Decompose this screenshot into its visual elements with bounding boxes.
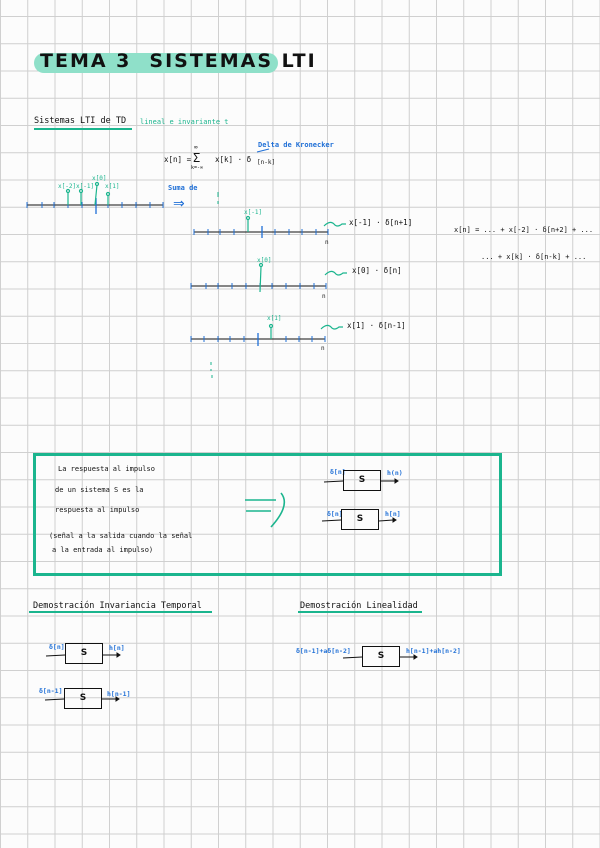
title-highlight	[34, 53, 278, 73]
delta-pointer-arrow	[256, 148, 270, 153]
decomp-stem-label: x[-1]	[244, 209, 263, 216]
title-part2: SISTEMAS LTI	[149, 50, 317, 72]
decomp-term: x[1] · δ[n-1]	[347, 321, 406, 330]
sum-lower-limit: k=-∞	[191, 165, 204, 171]
diagram-input-label: δ[n]	[327, 510, 343, 518]
diagram-output-label: h[n]	[109, 644, 125, 652]
system-box: S	[362, 646, 400, 667]
section-heading-linearity: Demostración Linealidad	[300, 601, 418, 611]
stem-label: x[1]	[105, 183, 120, 190]
implies-arrow: ⇒	[173, 196, 185, 212]
stem-label: x[0]	[92, 175, 107, 182]
diagram-output-label: h[n-1]+ah[n-2]	[406, 647, 461, 655]
signal-axis	[26, 198, 164, 214]
diagram-input-label: δ[n]	[49, 643, 65, 651]
page-title: TEMA 3 SISTEMAS LTI	[40, 50, 317, 72]
system-box: S	[341, 509, 379, 530]
expansion-line-2: ... + x[k] · δ[n-k] + ...	[481, 253, 587, 261]
section-heading-lti-td: Sistemas LTI de TD	[34, 116, 127, 126]
impulse-response-box	[33, 453, 502, 576]
equation-lhs: x[n] =	[164, 155, 192, 164]
stem-label: x[-2]	[58, 183, 77, 190]
impulse-text-line: La respuesta al impulso	[58, 465, 155, 473]
system-box: S	[343, 470, 381, 491]
title-part1: TEMA 3	[40, 50, 132, 72]
lti-note: lineal e invariante t	[140, 118, 229, 126]
decomp-term: x[-1] · δ[n+1]	[349, 218, 413, 227]
decomp-stem-label: x[1]	[267, 315, 282, 322]
decomp-axis	[190, 323, 343, 346]
stem-label: x[-1]	[76, 183, 95, 190]
equation-subscript: [n-k]	[257, 159, 276, 166]
diagram-output-label: h(n)	[387, 469, 403, 477]
section-underline	[298, 611, 422, 613]
expansion-line-1: x[n] = ... + x[-2] · δ[n+2] + ...	[454, 226, 594, 234]
sum-upper-limit: ∞	[194, 144, 198, 151]
diagram-output-label: h[n-1]	[107, 690, 131, 698]
axis-label-n: n	[321, 345, 325, 352]
decomp-axis	[190, 262, 347, 293]
axis-label-n: n	[322, 293, 326, 300]
diagram-input-label: δ[n]	[330, 468, 346, 476]
decomp-axis	[193, 215, 346, 238]
suma-de-label: Suma de	[168, 184, 198, 192]
equation-rhs: x[k] · δ	[215, 155, 252, 164]
diagram-input-label: δ[n-1]+aδ[n-2]	[296, 647, 351, 655]
system-box: S	[65, 643, 103, 664]
decomp-term: x[0] · δ[n]	[352, 266, 402, 275]
diagram-input-label: δ[n-1]	[39, 687, 63, 695]
decomp-stem-label: x[0]	[257, 257, 272, 264]
section-underline	[34, 128, 132, 130]
delta-kronecker-note: Delta de Kronecker	[258, 141, 334, 149]
impulse-text-line: a la entrada al impulso)	[52, 546, 154, 554]
impulse-text-line: respuesta al impulso	[55, 506, 140, 514]
section-heading-time-invariance: Demostración Invariancia Temporal	[33, 601, 202, 611]
axis-label-n: n	[325, 239, 329, 246]
impulse-text-line: de un sistema S es la	[55, 486, 144, 494]
system-box: S	[64, 688, 102, 709]
impulse-text-line: (señal a la salida cuando la señal	[49, 532, 193, 540]
diagram-output-label: h[n]	[385, 510, 401, 518]
vertical-ellipsis	[210, 362, 213, 378]
section-underline	[29, 611, 212, 613]
sum-symbol: Σ	[193, 151, 201, 165]
